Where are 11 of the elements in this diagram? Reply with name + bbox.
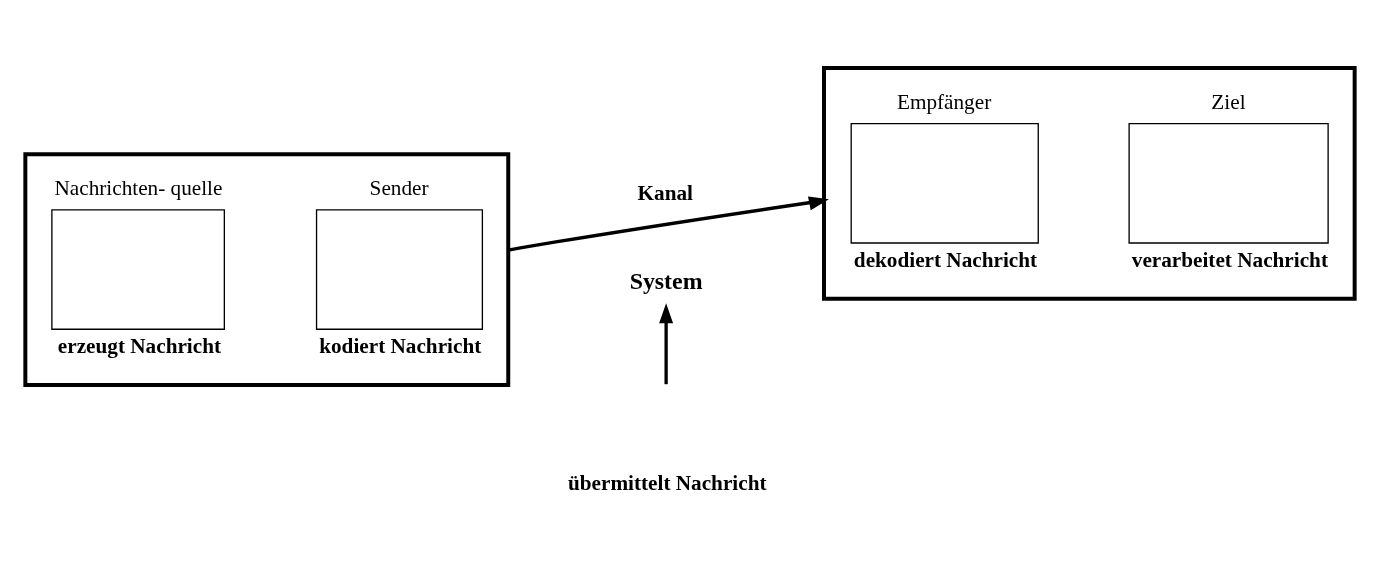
edge-label: Kanal	[637, 181, 694, 206]
node-label: Nachrichten- quelle	[54, 176, 223, 201]
node-label: verarbeitet Nachricht	[1131, 247, 1328, 272]
node-label: erzeugt Nachricht	[57, 333, 222, 358]
node-label: dekodiert Nachricht	[853, 247, 1038, 272]
node-label: kodiert Nachricht	[319, 333, 482, 358]
node-label: Ziel	[1211, 89, 1246, 114]
node-text: System	[629, 267, 703, 294]
node-label: Empfänger	[896, 89, 992, 114]
node-label: Sender	[369, 176, 429, 201]
label: übermittelt Nachricht	[567, 470, 767, 495]
